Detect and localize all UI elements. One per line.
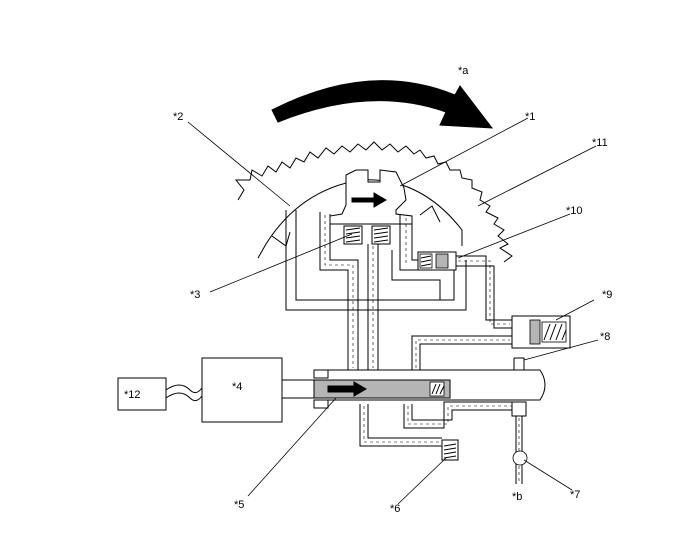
camshaft-body [314,357,546,417]
label-1: *1 [525,111,535,123]
drain-check-valve [441,439,459,461]
oil-control-valve-spool [313,369,451,409]
oil-control-valve-solenoid [201,357,315,423]
oil-feed-pipe [512,416,528,484]
label-7: *7 [570,489,580,501]
advance-check-valve [417,251,457,271]
vane [329,169,413,225]
label-11: *11 [592,137,608,149]
label-a: *a [458,65,469,77]
callout-labels: *a *1 *2 *11 *10 *3 *9 *8 *4 *12 *5 *6 *… [124,65,612,515]
label-10: *10 [566,205,583,217]
label-2: *2 [173,111,183,123]
label-8: *8 [600,331,610,343]
rotation-direction-arrow [271,80,494,129]
spool-motion-arrow [327,381,367,397]
label-5: *5 [234,499,244,511]
label-b: *b [512,491,522,503]
callout-leaders [187,117,599,505]
check-valve-with-spring [511,315,571,349]
label-6: *6 [390,503,400,515]
ecu-box [117,377,203,411]
label-3: *3 [190,289,200,301]
lock-pin-springs [343,225,391,245]
label-12: *12 [124,389,141,401]
label-4: *4 [232,381,242,393]
vane-motion-arrow [351,192,387,208]
oil-passages [285,210,519,447]
label-9: *9 [602,289,612,301]
sprocket-gear [234,141,513,263]
